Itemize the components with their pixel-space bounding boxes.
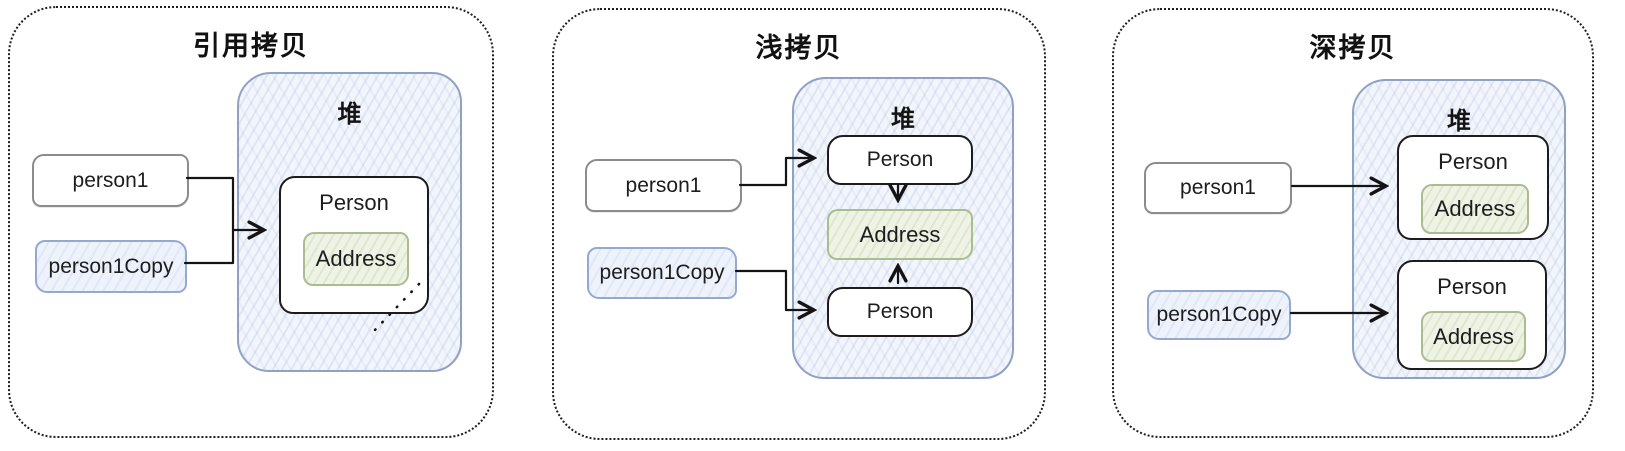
panel-title: 引用拷贝 bbox=[193, 31, 309, 61]
panel-shallow-copy: 浅拷贝 堆 person1 person1Copy Person Address… bbox=[552, 8, 1046, 440]
person-object-label: Person bbox=[319, 190, 389, 215]
panel-title: 深拷贝 bbox=[1309, 33, 1397, 63]
panel-title: 浅拷贝 bbox=[755, 33, 843, 63]
person1-node: person1 bbox=[585, 159, 742, 212]
person-object-bottom: Person bbox=[827, 287, 973, 337]
panel-deep-copy: 深拷贝 堆 person1 person1Copy Person Address… bbox=[1112, 8, 1594, 438]
person-object-label: Person bbox=[866, 148, 934, 171]
heap-label: 堆 bbox=[891, 106, 915, 133]
person1copy-node: person1Copy bbox=[35, 240, 187, 293]
address-label: Address bbox=[315, 246, 397, 271]
person-object-label: Person bbox=[866, 300, 934, 323]
person1-node: person1 bbox=[32, 154, 189, 207]
address-label: Address bbox=[1433, 323, 1514, 349]
person1-node: person1 bbox=[1144, 162, 1292, 214]
address-object: Address bbox=[1421, 311, 1526, 362]
person1-label: person1 bbox=[1180, 176, 1256, 199]
person-object-bottom: Person Address bbox=[1397, 260, 1547, 370]
person1copy-label: person1Copy bbox=[48, 254, 174, 278]
panel-reference-copy: 引用拷贝 堆 person1 person1Copy Person Addres… bbox=[8, 6, 494, 438]
person1-label: person1 bbox=[72, 168, 149, 192]
person-object-label: Person bbox=[1438, 149, 1508, 174]
person-object-top: Person Address bbox=[1397, 135, 1549, 240]
person1copy-node: person1Copy bbox=[1147, 290, 1291, 340]
address-object: Address bbox=[827, 209, 973, 260]
person-object-label: Person bbox=[1437, 274, 1507, 299]
address-object: Address bbox=[1421, 184, 1529, 234]
person-object-top: Person bbox=[827, 135, 973, 185]
address-label: Address bbox=[859, 221, 941, 247]
heap-label: 堆 bbox=[337, 101, 362, 128]
person1copy-label: person1Copy bbox=[1156, 303, 1282, 326]
person1copy-label: person1Copy bbox=[599, 261, 725, 284]
heap-label: 堆 bbox=[1447, 108, 1471, 135]
address-object: Address bbox=[303, 232, 409, 286]
person1copy-node: person1Copy bbox=[587, 247, 737, 299]
person1-label: person1 bbox=[625, 173, 702, 197]
address-label: Address bbox=[1434, 196, 1516, 221]
person-object: Person Address bbox=[279, 176, 429, 314]
